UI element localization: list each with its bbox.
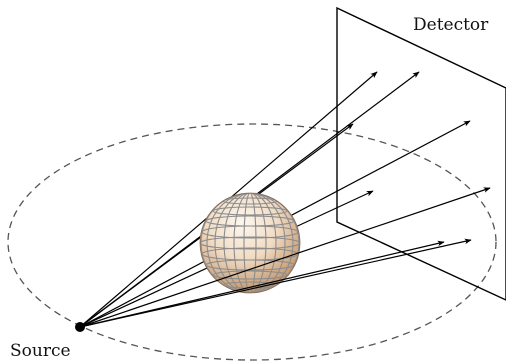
- sphere-object: [199, 192, 301, 294]
- ray: [79, 240, 445, 328]
- source-orbit: [7, 123, 497, 361]
- detector-label: Detector: [413, 15, 489, 35]
- sphere-grid: [200, 193, 300, 293]
- source-label: Source: [10, 341, 71, 361]
- detector-panel: [336, 6, 506, 301]
- ray: [79, 238, 472, 328]
- source-point: [75, 322, 85, 332]
- ray-group-front: [79, 187, 491, 328]
- ray: [79, 187, 491, 328]
